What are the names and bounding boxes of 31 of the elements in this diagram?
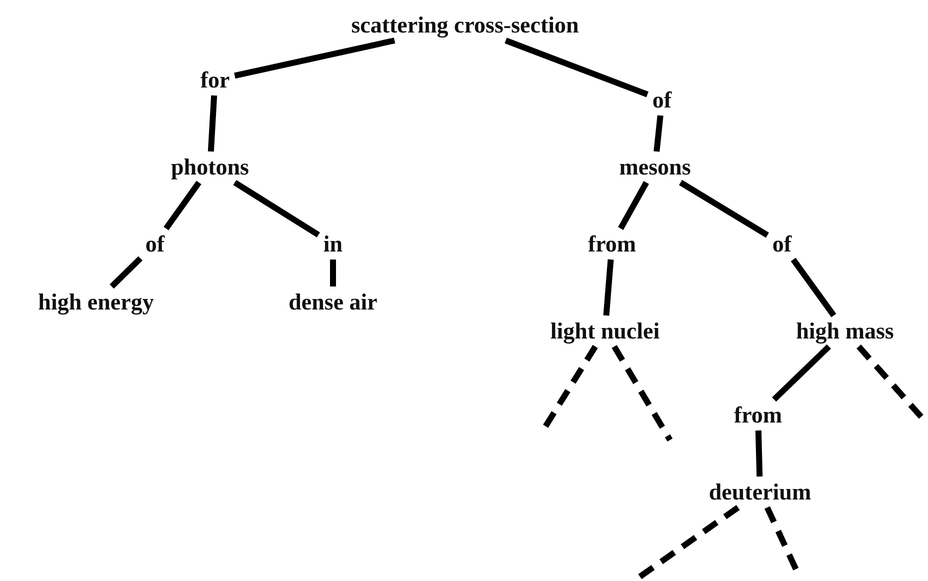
connector-line — [654, 115, 664, 152]
word-label: from — [732, 402, 784, 428]
connector-line — [790, 258, 836, 318]
connector-line — [772, 344, 832, 402]
word-label: of — [650, 88, 674, 112]
word-label: high mass — [794, 318, 896, 344]
word-label: in — [321, 232, 345, 256]
connector-line — [234, 38, 396, 79]
connector-line — [208, 95, 218, 152]
dashed-line — [612, 344, 673, 442]
word-label: light nuclei — [548, 318, 662, 344]
word-label: high energy — [36, 290, 156, 314]
word-label: from — [586, 232, 638, 256]
word-label: of — [143, 232, 167, 256]
connector-line — [110, 256, 143, 289]
dashed-line — [636, 505, 740, 580]
word-label: deuterium — [706, 480, 814, 504]
connector-line — [618, 181, 649, 230]
connector-line — [164, 180, 202, 230]
word-label: dense air — [286, 290, 380, 314]
word-label: mesons — [617, 154, 693, 180]
connector-line — [679, 180, 769, 238]
connector-line — [603, 259, 614, 316]
word-label: of — [770, 232, 794, 256]
connector-line — [504, 38, 648, 98]
connector-line — [755, 430, 763, 477]
connector-line — [330, 260, 336, 286]
word-label: for — [198, 68, 232, 92]
word-label: photons — [169, 154, 251, 180]
word-label: scattering cross-section — [349, 12, 581, 38]
connector-line — [233, 180, 320, 238]
